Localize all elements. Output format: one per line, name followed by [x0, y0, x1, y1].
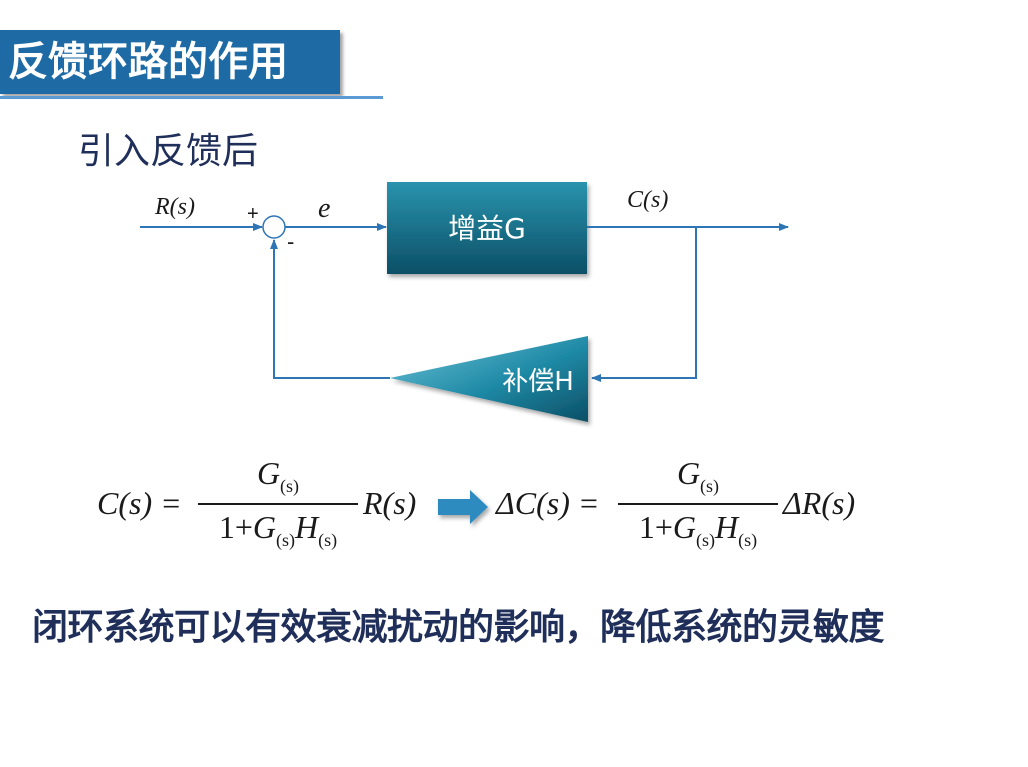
summing-junction [262, 215, 286, 239]
title-underline [0, 96, 383, 99]
formula-right-denominator: 1+G(s)H(s) [638, 509, 758, 550]
input-label: R(s) [154, 194, 195, 220]
gain-block-label: 增益G [448, 212, 526, 245]
formula-right-lhs: ΔC(s) = [496, 485, 600, 521]
minus-sign: - [287, 229, 294, 254]
fraction-bar [198, 503, 358, 505]
feedback-block [390, 336, 588, 422]
output-label: C(s) [627, 187, 668, 213]
formula-left-rhs: R(s) [363, 485, 417, 521]
formula-left-denominator: 1+G(s)H(s) [218, 509, 338, 550]
formula-right-numerator: G(s) [676, 455, 720, 496]
plus-sign: + [247, 203, 259, 225]
formula-row: C(s) = G(s) 1+G(s)H(s) R(s) ΔC(s) = G(s)… [95, 455, 895, 565]
page-title: 反馈环路的作用 [8, 39, 288, 85]
feedback-block-label: 补偿H [502, 367, 574, 397]
implies-arrow [438, 490, 488, 524]
formula-left-numerator: G(s) [256, 455, 300, 496]
formula-left-fraction: G(s) 1+G(s)H(s) [198, 455, 358, 565]
error-label: e [318, 193, 330, 224]
feedback-path-left [270, 239, 390, 379]
fraction-bar [618, 503, 778, 505]
conclusion-text: 闭环系统可以有效衰减扰动的影响，降低系统的灵敏度 [32, 607, 885, 648]
formula-right-fraction: G(s) 1+G(s)H(s) [618, 455, 778, 565]
title-bar: 反馈环路的作用 [0, 30, 340, 94]
formula-right-rhs: ΔR(s) [783, 485, 856, 521]
gain-block [387, 182, 587, 274]
formula-left-lhs: C(s) = [97, 485, 182, 521]
subtitle: 引入反馈后 [78, 131, 259, 172]
feedback-path-right [591, 227, 697, 382]
